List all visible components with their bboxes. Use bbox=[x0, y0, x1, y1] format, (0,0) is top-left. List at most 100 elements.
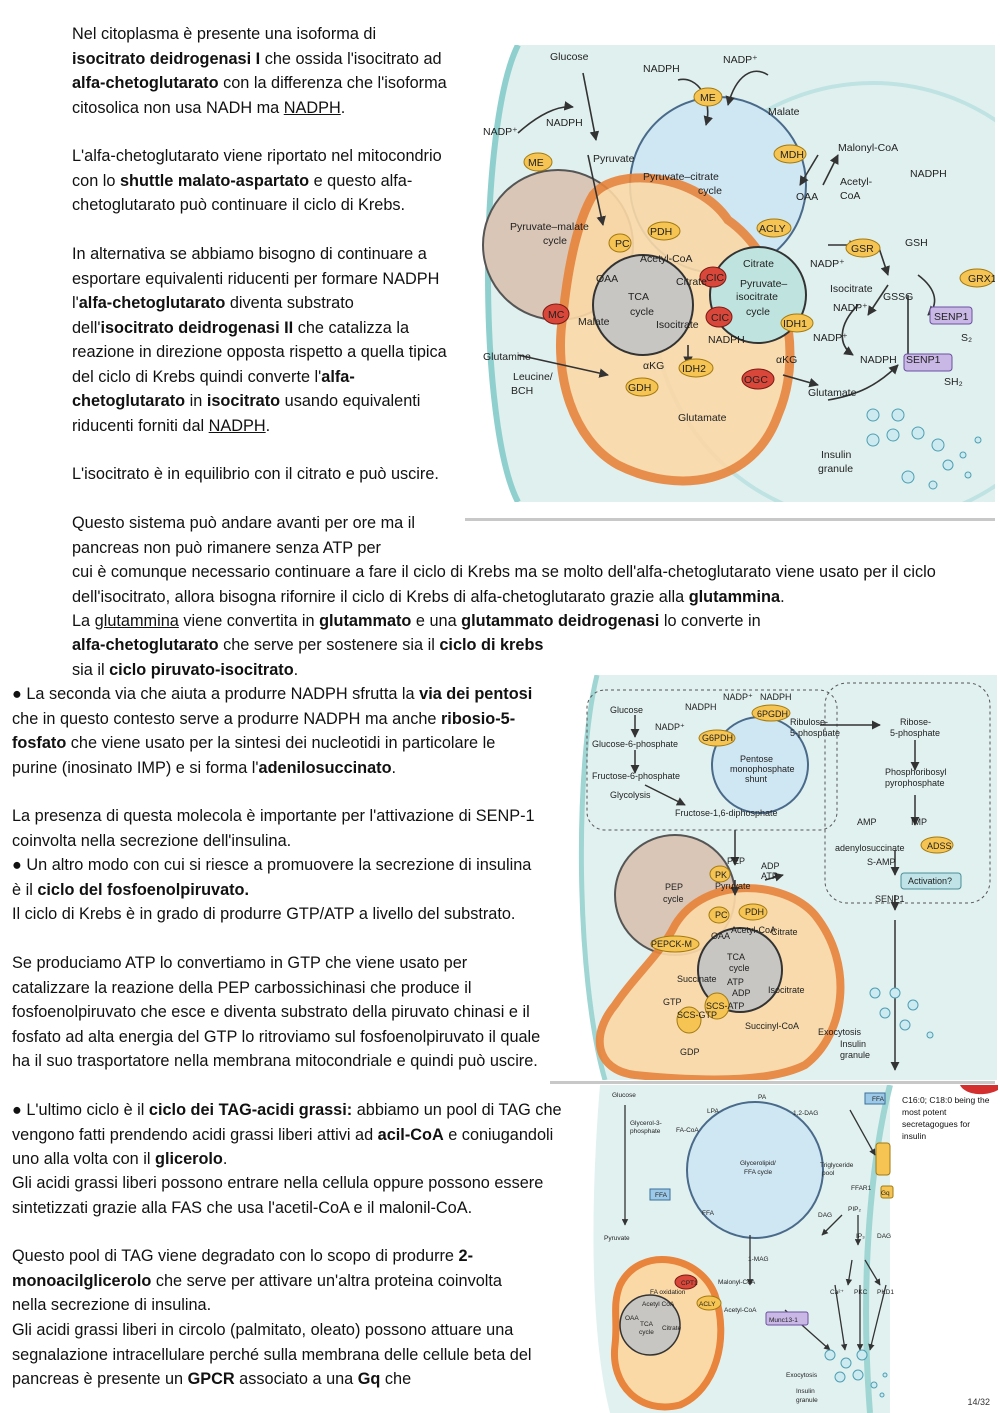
fig2-labels-text: Glucose-6-phosphate bbox=[592, 739, 678, 749]
fig1-labels-text: NADP⁺ bbox=[723, 54, 758, 66]
fig1-labels-text: NADP⁺ bbox=[833, 302, 868, 314]
fig2-labels-text: PEPCK-M bbox=[651, 939, 692, 949]
bold-term: ciclo dei TAG-acidi grassi: bbox=[148, 1101, 353, 1119]
fig2-labels-text: PEP bbox=[727, 856, 745, 866]
fig3-labels-text: Munc13-1 bbox=[769, 1317, 798, 1324]
text-run: con la differenza che l'isoforma citosol… bbox=[72, 74, 447, 117]
fig2-labels-text: Ribulose- bbox=[790, 717, 828, 727]
fig2-labels-text: Exocytosis bbox=[818, 1027, 862, 1037]
fig3-labels-text: Ca²⁺ bbox=[830, 1289, 844, 1296]
fig3-labels-text: Acetyl-CoA bbox=[724, 1307, 757, 1314]
fig3-labels-text: FA oxidation bbox=[650, 1289, 686, 1296]
fig1-labels-text: GDH bbox=[628, 382, 651, 394]
fig3-labels-text: PIP₂ bbox=[848, 1206, 861, 1213]
fig1-labels-text: TCA bbox=[628, 291, 649, 303]
bold-term: via dei pentosi bbox=[419, 685, 533, 703]
fig1-labels-text: NADPH bbox=[546, 117, 583, 129]
fig3-labels-text: 1,2-DAG bbox=[793, 1110, 818, 1117]
fig1-labels-text: Pyruvate bbox=[593, 153, 635, 165]
fig2-labels-text: granule bbox=[840, 1050, 870, 1060]
fig3-labels-text: Glycerol-3- bbox=[630, 1120, 662, 1127]
fig1-labels-text: MDH bbox=[780, 149, 804, 161]
bold-term: alfa-chetoglutarato bbox=[72, 367, 355, 411]
fig3-labels-text: Acetyl CoA bbox=[642, 1301, 675, 1308]
text-run: Il ciclo di Krebs è in grado di produrre… bbox=[12, 905, 516, 923]
fig3-labels-text: 1-MAG bbox=[748, 1256, 769, 1263]
text-run: e coniugandoli uno alla volta con il bbox=[12, 1125, 554, 1169]
fig3-labels-text: Gq bbox=[881, 1190, 890, 1197]
fig1-labels-text: isocitrate bbox=[736, 291, 778, 303]
fig3-labels-text: DAG bbox=[818, 1212, 832, 1219]
text-run: Questo sistema può andare avanti per ore… bbox=[72, 514, 415, 557]
fig3-labels-text: ACLY bbox=[699, 1301, 716, 1308]
text-run: e questo alfa-chetoglutarato può continu… bbox=[72, 171, 413, 215]
fig2-purine-box bbox=[824, 682, 991, 904]
fig2-labels-text: GTP bbox=[663, 997, 682, 1007]
fig1-labels-text: SENP1 bbox=[906, 354, 941, 366]
fig3-callout-line3: secretagogues for bbox=[902, 1119, 970, 1129]
fig3-labels-text: Pyruvate bbox=[604, 1235, 630, 1242]
fig3-labels-text: Exocytosis bbox=[786, 1372, 818, 1379]
fig1-labels-text: GSH bbox=[905, 237, 928, 249]
bold-term: ciclo piruvato-isocitrato bbox=[109, 660, 294, 679]
text-run: . bbox=[340, 98, 346, 117]
fig3-callout-line4: insulin bbox=[902, 1131, 926, 1141]
fig2-labels-text: Glycolysis bbox=[610, 790, 651, 800]
text-run: Gli acidi grassi liberi in circolo (palm… bbox=[12, 1321, 532, 1388]
fig1-labels-text: Glutamine bbox=[483, 351, 531, 363]
fig2-labels-text: Fructose-1,6-diphosphate bbox=[675, 808, 778, 818]
bold-term: alfa-chetoglutarato bbox=[72, 636, 219, 654]
fig2-labels-text: IMP bbox=[911, 817, 927, 827]
fig2-labels-text: Glucose bbox=[610, 705, 643, 715]
fig3-labels-text: FFA bbox=[655, 1192, 668, 1199]
para-glutamine-end: alfa-chetoglutarato che serve per sosten… bbox=[72, 633, 547, 682]
fig1-labels-text: Glutamate bbox=[808, 387, 857, 399]
bold-term: acil-CoA bbox=[377, 1125, 444, 1144]
text-run: associato a una bbox=[234, 1370, 358, 1388]
text-run: . bbox=[780, 587, 785, 606]
text-run: Nel citoplasma è presente una isoforma d… bbox=[72, 25, 377, 43]
fig2-labels-text: S-AMP bbox=[867, 857, 896, 867]
fig1-labels-text: Glucose bbox=[550, 51, 589, 63]
text-run: . bbox=[222, 1150, 228, 1168]
text-run: ● Un altro modo con cui si riesce a prom… bbox=[12, 856, 532, 899]
fig2-labels-text: NADPH bbox=[760, 692, 792, 702]
fig3-glycerolipid-cycle bbox=[686, 1101, 824, 1239]
text-run: Questo pool di TAG viene degradato con l… bbox=[12, 1247, 459, 1265]
fig2-labels-text: PC bbox=[715, 910, 728, 920]
para-atp-cont: cui è comunque necessario continuare a f… bbox=[72, 560, 977, 609]
fig1-labels-text: SH₂ bbox=[944, 376, 963, 388]
fig3-labels-text: TCA bbox=[640, 1321, 654, 1328]
fig1-labels-text: CoA bbox=[840, 190, 860, 202]
fig1-labels-text: ACLY bbox=[759, 223, 786, 235]
fig3-callout-line2: most potent bbox=[902, 1107, 947, 1117]
fig2-labels-text: PEP bbox=[665, 882, 683, 892]
bold-term: ribosio-5-fosfato bbox=[12, 709, 516, 753]
underlined-term: NADPH bbox=[208, 416, 266, 435]
para-senp1: La presenza di questa molecola è importa… bbox=[12, 804, 544, 853]
fig3-enzymes bbox=[649, 1092, 894, 1326]
para-pentose: ● La seconda via che aiuta a produrre NA… bbox=[12, 682, 542, 780]
fig1-labels-text: SENP1 bbox=[934, 311, 969, 323]
fig2-labels-text: NADPH bbox=[685, 702, 717, 712]
bold-term: glutammato bbox=[319, 612, 412, 630]
fig1-enzymes bbox=[523, 87, 995, 397]
fig1-labels-text: OAA bbox=[796, 191, 818, 203]
text-run: usando equivalenti riducenti forniti dal bbox=[72, 392, 421, 435]
fig2-enzymes bbox=[650, 704, 962, 1034]
text-run: sia il bbox=[72, 660, 110, 679]
bold-term: glutammato deidrogenasi bbox=[461, 612, 660, 630]
text-run: che serve per sostenere sia il bbox=[218, 636, 440, 654]
fig1-labels-text: OAA bbox=[596, 273, 618, 285]
fig2-insulin-granules bbox=[869, 987, 934, 1039]
para-pep-intro: ● Un altro modo con cui si riesce a prom… bbox=[12, 853, 542, 902]
fig1-labels-text: Isocitrate bbox=[830, 283, 873, 295]
fig1-labels-text: NADPH bbox=[860, 354, 897, 366]
fig2-labels-text: GDP bbox=[680, 1047, 700, 1057]
fig3-arrows bbox=[621, 1105, 887, 1351]
para-ffa-fas: Gli acidi grassi liberi possono entrare … bbox=[12, 1171, 567, 1220]
para-isocitrate-equilibrium: L'isocitrato è in equilibrio con il citr… bbox=[72, 462, 447, 487]
fig1-labels-text: NADP⁺ bbox=[810, 258, 845, 270]
